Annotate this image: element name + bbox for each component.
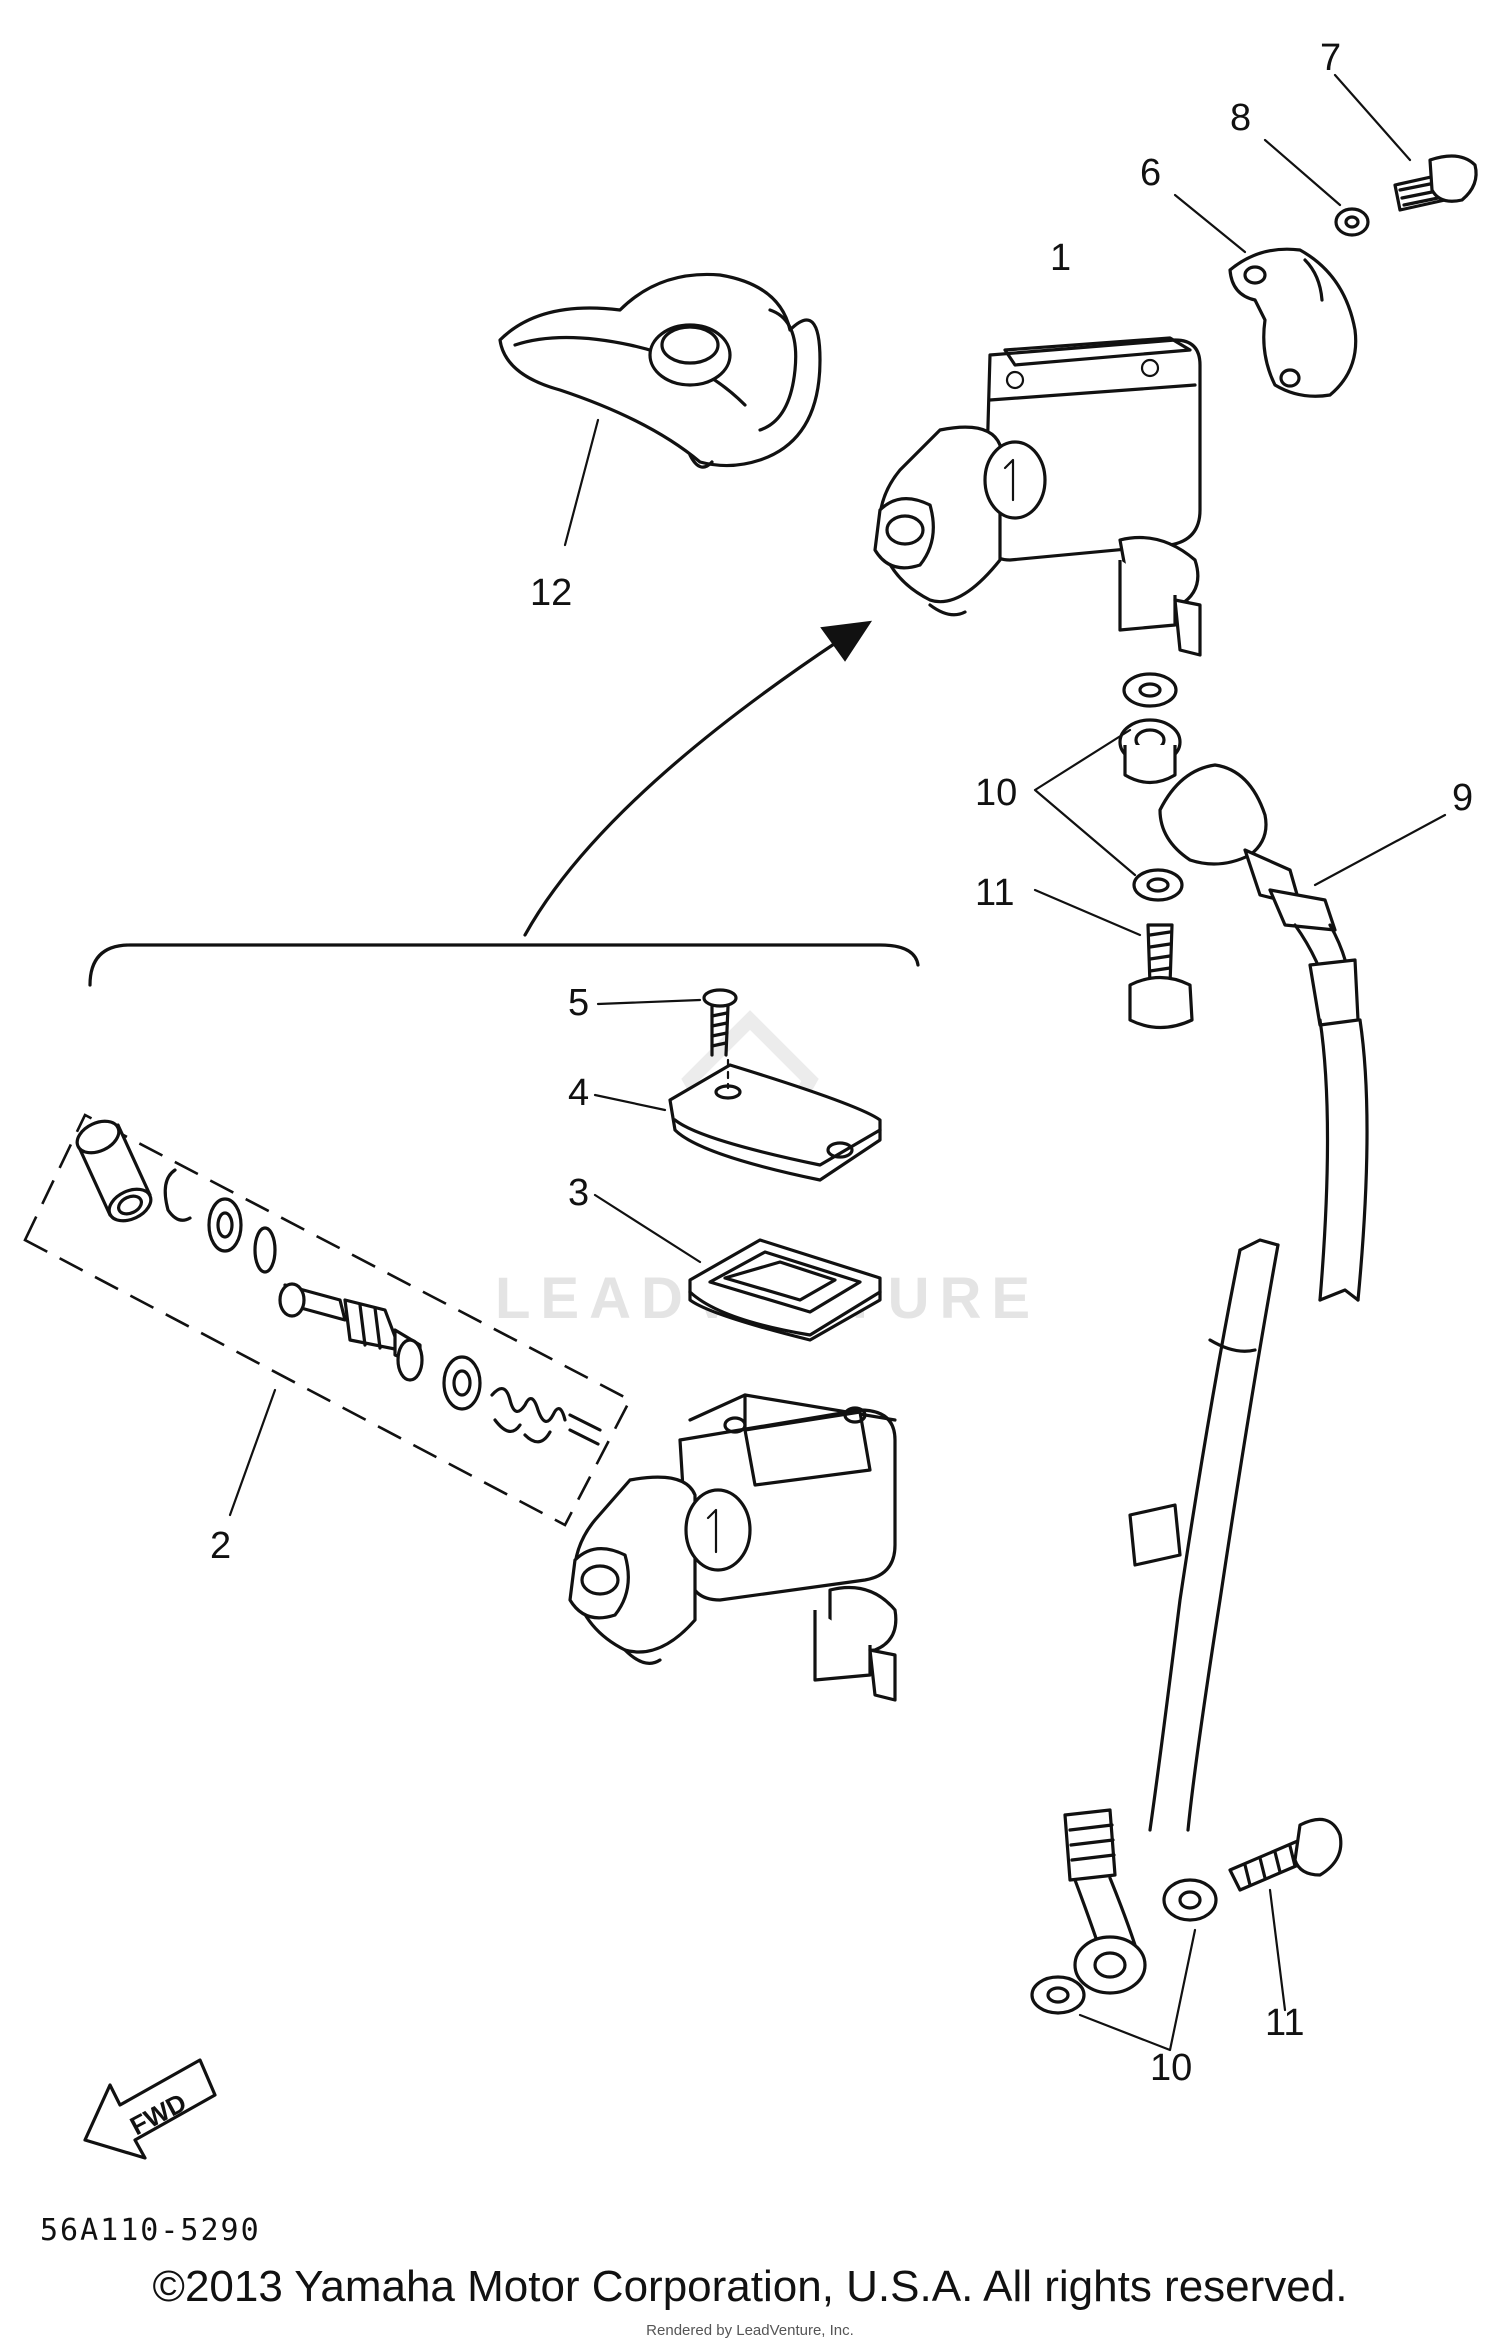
fwd-arrow-icon: FWD [83,2058,217,2160]
callout-6: 6 [1140,152,1161,194]
callout-4: 4 [568,1072,589,1114]
callout-1: 1 [1050,237,1071,279]
part-12-cover [498,272,822,547]
callout-10-upper: 10 [975,772,1017,814]
callout-12: 12 [530,572,572,614]
part-8-washer [1263,138,1370,237]
part-1-master-cylinder [873,336,1202,657]
assembly-arrow [523,620,873,937]
diagram-code: 56A110-5290 [40,2213,261,2248]
lower-master-cylinder [568,1393,898,1702]
part-6-holder [1173,193,1358,398]
copyright-notice: ©2013 Yamaha Motor Corporation, U.S.A. A… [152,2262,1348,2311]
callout-11-lower: 11 [1265,2002,1304,2044]
kit-bracket [88,943,920,987]
callout-3: 3 [568,1172,589,1214]
callout-2: 2 [210,1525,231,1567]
callout-5: 5 [568,982,589,1024]
part-4-plate [593,1058,882,1182]
part-5-screw [596,988,738,1057]
callout-7: 7 [1320,37,1341,79]
part-7-bolt [1333,73,1478,212]
lower-union-hardware [1030,1817,1343,2052]
callout-8: 8 [1230,97,1251,139]
part-2-seal-kit [23,1113,632,1527]
callout-11-upper: 11 [975,872,1014,914]
part-9-brake-hose [1063,763,1447,1995]
callout-10-lower: 10 [1150,2047,1192,2089]
upper-union-hardware [1033,672,1194,1030]
callout-9: 9 [1452,777,1473,819]
part-3-diaphragm [593,1193,882,1342]
rendered-by-note: Rendered by LeadVenture, Inc. [646,2322,854,2339]
